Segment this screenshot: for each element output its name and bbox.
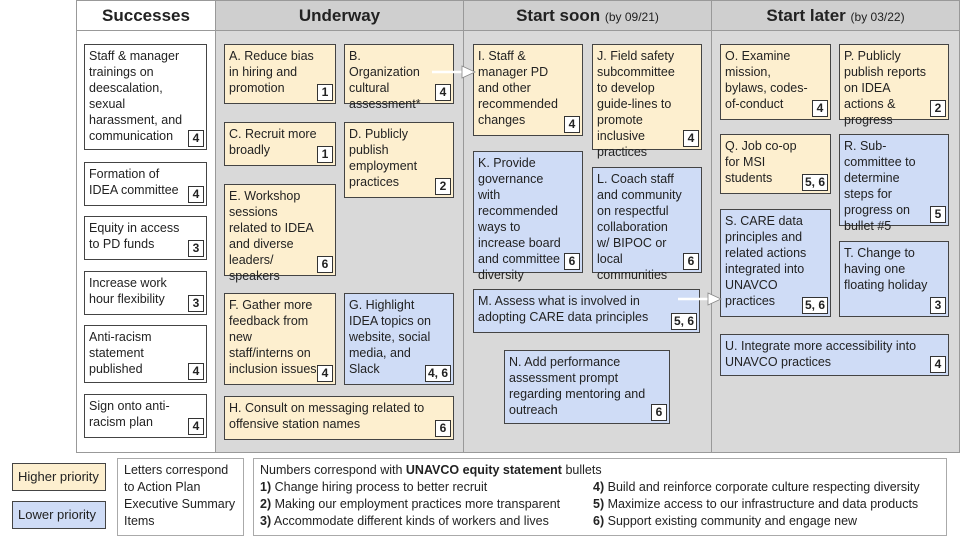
- card-t: T. Change to having one floating holiday…: [839, 241, 949, 317]
- card-s: S. CARE data principles and related acti…: [720, 209, 831, 317]
- bullet-badge: 6: [651, 404, 667, 421]
- letters-note: Letters correspond to Action Plan Execut…: [117, 458, 244, 536]
- bullet-badge: 5: [930, 206, 946, 223]
- card-j: J. Field safety subcommittee to develop …: [592, 44, 702, 159]
- card-b: B. Organization cultural assessment*4: [344, 44, 454, 111]
- bullet-badge: 4: [930, 356, 946, 373]
- card-r: R. Sub-committee to determine steps for …: [839, 134, 949, 233]
- underway-header: Underway: [216, 1, 463, 31]
- bullet-badge: 6: [317, 256, 333, 273]
- success-card-trainings: Staff & manager trainings on deescalatio…: [84, 44, 207, 150]
- card-p: P. Publicly publish reports on IDEA acti…: [839, 44, 949, 127]
- bullet-badge: 2: [930, 100, 946, 117]
- card-l: L. Coach staff and community on respectf…: [592, 167, 702, 282]
- successes-header: Successes: [77, 1, 215, 31]
- equity-bullet-4: 4) Build and reinforce corporate culture…: [593, 480, 920, 494]
- card-f: F. Gather more feedback from new staff/i…: [224, 293, 336, 385]
- equity-bullet-5: 5) Maximize access to our infrastructure…: [593, 497, 919, 511]
- bullet-badge: 2: [435, 178, 451, 195]
- bullet-badge: 5, 6: [670, 313, 697, 330]
- equity-bullet-6: 6) Support existing community and engage…: [593, 514, 858, 528]
- card-n: N. Add performance assessment prompt reg…: [504, 350, 670, 424]
- bullet-badge: 5, 6: [801, 297, 828, 314]
- numbers-note: Numbers correspond with UNAVCO equity st…: [253, 458, 947, 536]
- bullet-badge: 4: [188, 186, 204, 203]
- equity-bullet-1: 1) Change hiring process to better recru…: [260, 480, 488, 494]
- bullet-badge: 1: [317, 146, 333, 163]
- bullet-badge: 4: [435, 84, 451, 101]
- arrow-m-to-s: [678, 292, 722, 306]
- bullet-badge: 1: [317, 84, 333, 101]
- card-g: G. Highlight IDEA topics on website, soc…: [344, 293, 454, 385]
- numbers-intro: Numbers correspond with UNAVCO equity st…: [260, 463, 602, 477]
- bullet-badge: 4: [188, 418, 204, 435]
- card-o: O. Examine mission, bylaws, codes-of-con…: [720, 44, 831, 120]
- bullet-badge: 3: [930, 297, 946, 314]
- bullet-badge: 4: [564, 116, 580, 133]
- equity-bullet-3: 3) Accommodate different kinds of worker…: [260, 514, 549, 528]
- card-i: I. Staff & manager PD and other recommen…: [473, 44, 583, 136]
- card-u: U. Integrate more accessibility into UNA…: [720, 334, 949, 376]
- bullet-badge: 4, 6: [424, 365, 451, 382]
- legend-lower-priority: Lower priority: [12, 501, 106, 529]
- bullet-badge: 4: [317, 365, 333, 382]
- bullet-badge: 5, 6: [801, 174, 828, 191]
- bullet-badge: 4: [188, 363, 204, 380]
- bullet-badge: 6: [683, 253, 699, 270]
- bullet-badge: 4: [188, 130, 204, 147]
- bullet-badge: 6: [435, 420, 451, 437]
- card-h: H. Consult on messaging related to offen…: [224, 396, 454, 440]
- card-k: K. Provide governance with recommended w…: [473, 151, 583, 282]
- bullet-badge: 4: [812, 100, 828, 117]
- bullet-badge: 4: [683, 130, 699, 147]
- equity-bullet-2: 2) Making our employment practices more …: [260, 497, 561, 511]
- card-e: E. Workshop sessions related to IDEA and…: [224, 184, 336, 283]
- bullet-badge: 3: [188, 295, 204, 312]
- bullet-badge: 3: [188, 240, 204, 257]
- start-soon-header: Start soon (by 09/21): [464, 1, 711, 31]
- start-later-header: Start later (by 03/22): [712, 1, 959, 31]
- card-d: D. Publicly publish employment practices…: [344, 122, 454, 198]
- bullet-badge: 6: [564, 253, 580, 270]
- card-m: M. Assess what is involved in adopting C…: [473, 289, 700, 333]
- arrow-b-to-i: [432, 65, 476, 79]
- legend-higher-priority: Higher priority: [12, 463, 106, 491]
